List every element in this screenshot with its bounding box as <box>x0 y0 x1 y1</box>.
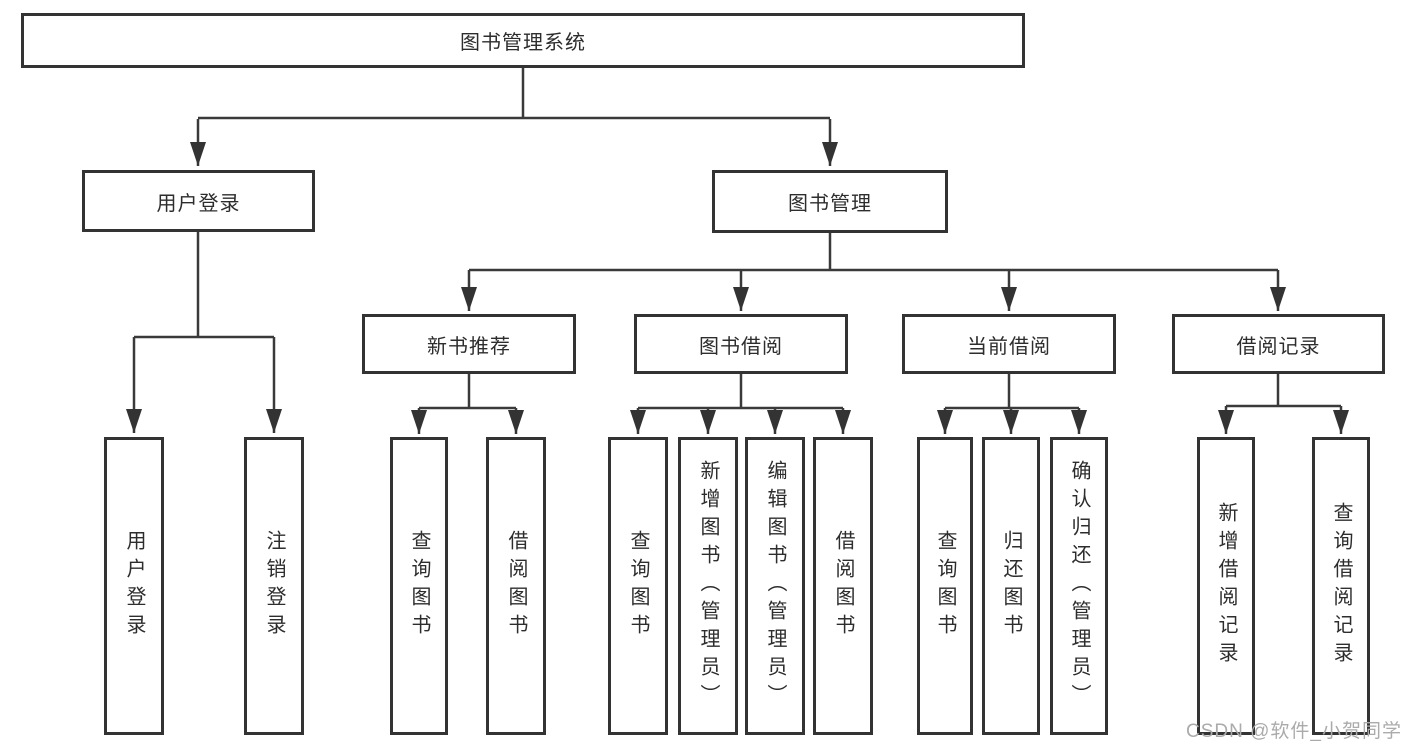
leaf-edit-book-admin: 编辑图书（管理员） <box>745 437 805 735</box>
node-label: 确认归还（管理员） <box>1068 460 1090 712</box>
leaf-query-book-current: 查询图书 <box>917 437 973 735</box>
node-label: 新书推荐 <box>427 335 511 358</box>
node-label: 查询图书 <box>408 530 430 642</box>
node-book-management: 图书管理 <box>712 170 948 233</box>
node-book-borrow: 图书借阅 <box>634 314 848 374</box>
leaf-return-book: 归还图书 <box>982 437 1040 735</box>
csdn-watermark: CSDN @软件_小贺同学 <box>1186 721 1402 742</box>
leaf-borrow-book: 借阅图书 <box>813 437 873 735</box>
node-label: 注销登录 <box>263 530 285 642</box>
node-label: 查询图书 <box>934 530 956 642</box>
leaf-query-book-borrow: 查询图书 <box>608 437 668 735</box>
node-label: 图书管理系统 <box>460 32 586 54</box>
node-label: 图书管理 <box>788 193 872 215</box>
node-library-management-system: 图书管理系统 <box>21 13 1025 68</box>
node-label: 查询图书 <box>627 530 649 642</box>
node-new-book-recommend: 新书推荐 <box>362 314 576 374</box>
node-user-login: 用户登录 <box>82 170 315 232</box>
node-label: 新增借阅记录 <box>1215 502 1237 670</box>
leaf-query-borrow-record: 查询借阅记录 <box>1312 437 1370 735</box>
node-label: 归还图书 <box>1000 530 1022 642</box>
leaf-user-login: 用户登录 <box>104 437 164 735</box>
leaf-confirm-return-admin: 确认归还（管理员） <box>1050 437 1108 735</box>
node-label: 借阅图书 <box>505 530 527 642</box>
node-label: 当前借阅 <box>967 335 1051 358</box>
node-current-borrow: 当前借阅 <box>902 314 1116 374</box>
node-label: 新增图书（管理员） <box>697 460 719 712</box>
leaf-logout: 注销登录 <box>244 437 304 735</box>
node-label: 用户登录 <box>123 530 145 642</box>
leaf-add-book-admin: 新增图书（管理员） <box>678 437 738 735</box>
leaf-query-book-recommend: 查询图书 <box>390 437 448 735</box>
node-label: 用户登录 <box>156 192 241 215</box>
node-label: 借阅记录 <box>1236 335 1321 358</box>
node-label: 图书借阅 <box>699 335 783 358</box>
leaf-borrow-book-recommend: 借阅图书 <box>486 437 546 735</box>
leaf-add-borrow-record: 新增借阅记录 <box>1197 437 1255 735</box>
node-label: 编辑图书（管理员） <box>764 460 786 712</box>
node-borrow-records: 借阅记录 <box>1172 314 1385 374</box>
node-label: 借阅图书 <box>832 530 854 642</box>
node-label: 查询借阅记录 <box>1330 502 1352 670</box>
